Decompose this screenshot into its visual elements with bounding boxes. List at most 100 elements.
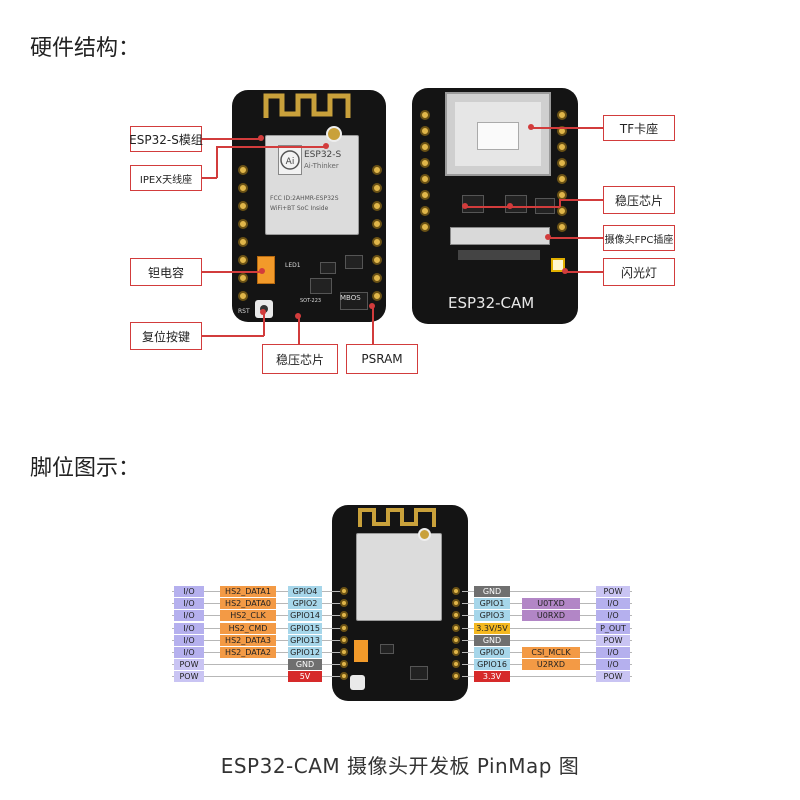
callout-psram: PSRAM <box>346 344 418 374</box>
header-pin <box>420 174 430 184</box>
header-pin <box>238 255 248 265</box>
header-pin <box>452 587 460 595</box>
header-pin <box>238 165 248 175</box>
ai-logo: Ai <box>278 145 302 175</box>
back-board-name: ESP32-CAM <box>448 294 535 312</box>
right-pin-label: GPIO0 <box>474 647 510 658</box>
tf-card-slot <box>445 92 551 176</box>
header-pin <box>557 206 567 216</box>
pin-guide-line <box>462 640 632 641</box>
svg-text:Ai: Ai <box>286 157 295 167</box>
left-alt-label: HS2_CMD <box>220 623 276 634</box>
header-pin <box>238 201 248 211</box>
leader-line <box>202 271 262 273</box>
leader-dot <box>260 309 266 315</box>
pcb-antenna <box>262 92 356 120</box>
header-pin <box>340 636 348 644</box>
left-alt-label: HS2_CLK <box>220 610 276 621</box>
leader-dot <box>259 268 265 274</box>
header-pin <box>557 142 567 152</box>
ipex-connector-small <box>418 528 431 541</box>
sot-label: SOT-223 <box>300 298 322 304</box>
small-chip-2 <box>345 255 363 269</box>
small-chip-3 <box>380 644 394 654</box>
left-gpio-label: GND <box>288 659 322 670</box>
left-func-label: I/O <box>174 586 204 597</box>
led-label: LED1 <box>285 262 301 269</box>
header-pin <box>372 219 382 229</box>
leader-line <box>531 127 603 129</box>
left-alt-label: HS2_DATA2 <box>220 647 276 658</box>
leader-dot <box>258 135 264 141</box>
small-chip-4 <box>410 666 428 680</box>
right-pin-label: GPIO3 <box>474 610 510 621</box>
leader-line <box>263 312 265 336</box>
header-pin <box>372 237 382 247</box>
header-pin <box>557 110 567 120</box>
right-func-label: I/O <box>596 647 630 658</box>
tantalum-capacitor <box>257 256 275 284</box>
header-pin <box>372 255 382 265</box>
flash-led <box>551 258 565 272</box>
right-func-label: I/O <box>596 659 630 670</box>
leader-line <box>202 335 264 337</box>
right-func-label: I/O <box>596 598 630 609</box>
callout-regulator-front: 稳压芯片 <box>262 344 338 374</box>
left-func-label: POW <box>174 671 204 682</box>
left-alt-label: HS2_DATA3 <box>220 635 276 646</box>
right-pin-label: 3.3V/5V <box>474 623 510 634</box>
leader-line <box>565 271 603 273</box>
leader-dot <box>528 124 534 130</box>
leader-line <box>216 146 326 148</box>
header-pin <box>238 291 248 301</box>
header-pin <box>557 174 567 184</box>
reset-button-small <box>350 675 365 690</box>
left-alt-label: HS2_DATA1 <box>220 586 276 597</box>
header-pin <box>452 636 460 644</box>
callout-fpc: 摄像头FPC插座 <box>603 225 675 251</box>
header-pin <box>238 273 248 283</box>
header-pin <box>557 158 567 168</box>
right-pin-label: GND <box>474 635 510 646</box>
header-pin <box>372 183 382 193</box>
pin-guide-line <box>172 664 342 665</box>
right-func-label: POW <box>596 586 630 597</box>
leader-line <box>559 199 561 207</box>
header-pin <box>557 222 567 232</box>
right-func-label: I/O <box>596 610 630 621</box>
leader-dot <box>462 203 468 209</box>
header-pin <box>452 624 460 632</box>
right-pin-label: GND <box>474 586 510 597</box>
callout-tantalum: 钽电容 <box>130 258 202 286</box>
right-func-label: POW <box>596 671 630 682</box>
leader-dot <box>507 203 513 209</box>
module-fcc: FCC ID:2AHMR-ESP32S <box>270 195 339 202</box>
left-func-label: I/O <box>174 647 204 658</box>
regulator-chip-front <box>310 278 332 294</box>
left-gpio-label: GPIO4 <box>288 586 322 597</box>
header-pin <box>420 142 430 152</box>
fpc-connector <box>450 227 550 245</box>
leader-dot <box>323 143 329 149</box>
header-pin <box>238 183 248 193</box>
header-pin <box>238 219 248 229</box>
leader-dot <box>562 268 568 274</box>
left-gpio-label: GPIO15 <box>288 623 322 634</box>
right-pin-label: 3.3V <box>474 671 510 682</box>
pin-guide-line <box>462 591 632 592</box>
ipex-connector <box>326 126 342 142</box>
header-pin <box>420 206 430 216</box>
leader-dot <box>295 313 301 319</box>
header-pin <box>340 624 348 632</box>
header-pin <box>340 611 348 619</box>
small-chip-1 <box>320 262 336 274</box>
right-func-label: P_OUT <box>596 623 630 634</box>
module-brand: Ai-Thinker <box>304 162 339 170</box>
header-pin <box>340 599 348 607</box>
right-alt-label: CSI_MCLK <box>522 647 580 658</box>
header-pin <box>340 648 348 656</box>
left-func-label: I/O <box>174 635 204 646</box>
leader-dot <box>545 234 551 240</box>
esp32-module-small <box>356 533 442 621</box>
right-pin-label: GPIO16 <box>474 659 510 670</box>
